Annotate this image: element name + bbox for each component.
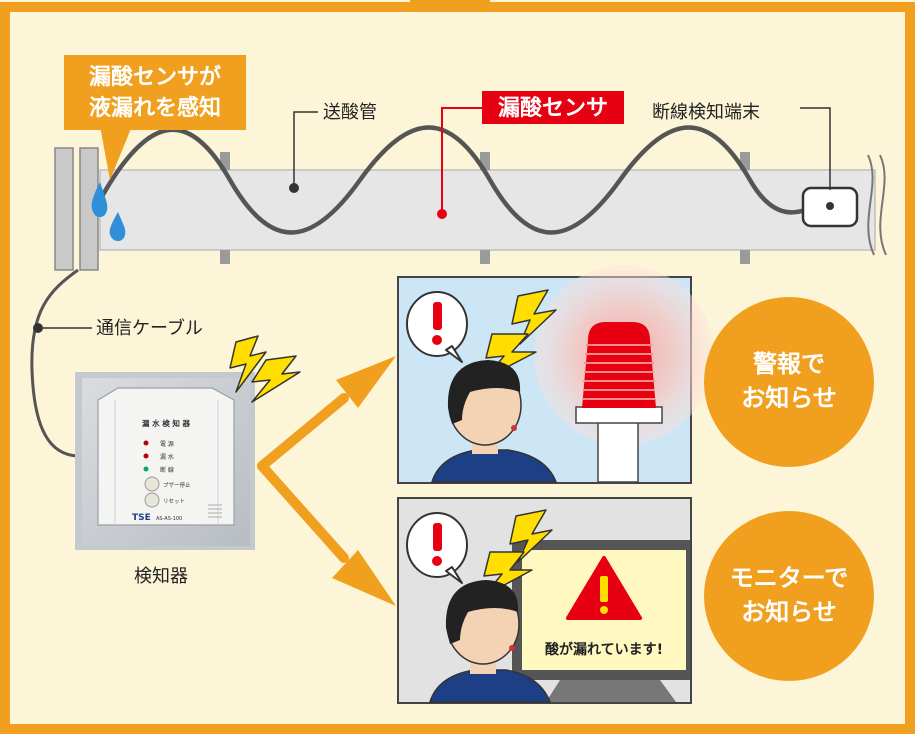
acid-pipe	[99, 152, 876, 264]
alarm-badge-line-1: 警報で	[752, 350, 825, 378]
device-button-buzzer-stop: ブザー停止	[163, 481, 191, 489]
device-title: 漏 水 検 知 器	[142, 418, 190, 428]
device-indicator-power: 電 源	[160, 440, 174, 448]
exclamation-bubble-icon	[406, 512, 468, 584]
device-indicator-disconnect: 断 線	[160, 466, 174, 474]
water-drop-icon	[91, 182, 126, 242]
arrow-icon	[257, 356, 396, 606]
warning-triangle-icon	[566, 556, 642, 620]
monitor-badge-line-2: お知らせ	[741, 598, 837, 626]
frame-top-tab	[410, 0, 490, 10]
callout-line-1: 漏酸センサが	[89, 64, 221, 90]
terminal-label: 断線検知端末	[652, 102, 760, 123]
leak-callout	[64, 55, 246, 180]
device-button-reset: リセット	[163, 498, 185, 505]
alarm-badge-line-2: お知らせ	[741, 384, 837, 412]
monitor-scene	[397, 497, 692, 704]
sensor-label: 漏酸センサ	[498, 95, 608, 121]
callout-line-2: 液漏れを感知	[89, 95, 221, 121]
pipe-break-lines	[867, 154, 887, 256]
communication-cable	[30, 268, 79, 458]
cable-label: 通信ケーブル	[96, 317, 203, 339]
leak-sensor-cable-wave	[98, 125, 806, 235]
sensor-label-box	[482, 91, 624, 124]
monitor-message: 酸が漏れています!	[545, 641, 663, 658]
red-beacon-icon	[582, 322, 656, 408]
monitor-badge	[704, 511, 874, 681]
alarm-badge	[704, 297, 874, 467]
detector-device	[75, 372, 255, 550]
monitor-badge-line-1: モニターで	[730, 564, 849, 592]
lightning-icon	[229, 335, 301, 403]
wall-flange-left	[54, 147, 74, 271]
pipe-label: 送酸管	[323, 102, 377, 123]
device-model: AS-AS-100	[156, 516, 182, 522]
detector-label: 検知器	[134, 566, 188, 587]
device-indicator-leak: 漏 水	[160, 453, 174, 461]
person-icon	[430, 360, 558, 483]
alarm-scene	[397, 265, 714, 484]
device-brand: TSE	[132, 513, 151, 523]
exclamation-bubble-icon	[406, 291, 468, 363]
person-icon	[428, 580, 552, 703]
